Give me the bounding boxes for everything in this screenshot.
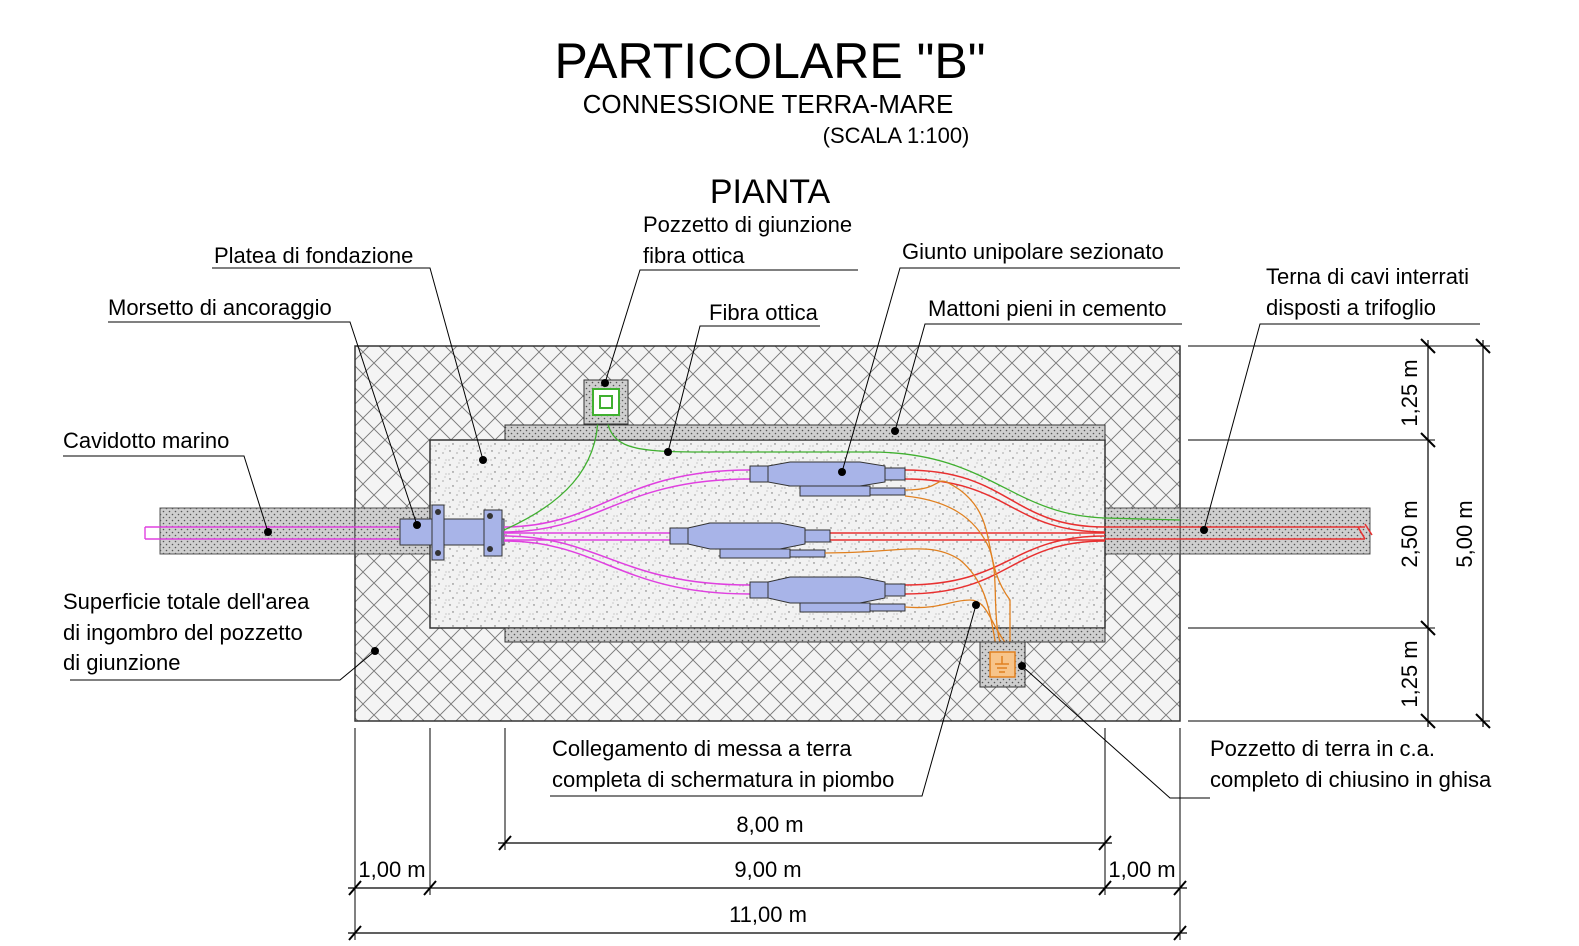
fiber-optic-line (503, 409, 1181, 531)
label-pozzetto-terra-2: completo di chiusino in ghisa (1210, 767, 1492, 792)
dim-1m-right: 1,00 m (1108, 857, 1175, 882)
dim-v-125-top: 1,25 m (1397, 359, 1422, 426)
label-superficie-1: Superficie totale dell'area (63, 589, 310, 614)
dimension-extension-lines (354, 728, 1181, 940)
joint-bottom (749, 576, 906, 613)
anchor-flange (431, 504, 445, 561)
dim-1m-left: 1,00 m (358, 857, 425, 882)
joint-middle (669, 522, 831, 559)
bolt-icon (435, 509, 441, 515)
label-superficie-3: di giunzione (63, 650, 180, 675)
bolt-icon (487, 513, 493, 519)
vertical-dimension-lines (1427, 340, 1484, 727)
label-mattoni: Mattoni pieni in cemento (928, 296, 1166, 321)
marine-duct (159, 507, 361, 555)
earth-symbol-icon (995, 656, 1009, 673)
label-morsetto: Morsetto di ancoraggio (108, 295, 332, 320)
label-collegamento-1: Collegamento di messa a terra (552, 736, 852, 761)
view-title: PIANTA (710, 173, 831, 211)
dim-v-500: 5,00 m (1452, 500, 1477, 567)
label-terna-1: Terna di cavi interrati (1266, 264, 1469, 289)
label-terna-2: disposti a trifoglio (1266, 295, 1436, 320)
label-collegamento-2: completa di schermatura in piombo (552, 767, 894, 792)
label-fibra: Fibra ottica (709, 300, 819, 325)
drawing-subtitle: CONNESSIONE TERRA-MARE (583, 89, 954, 119)
dim-v-250: 2,50 m (1397, 500, 1422, 567)
joint-top (749, 461, 906, 497)
label-platea: Platea di fondazione (214, 243, 413, 268)
label-giunto: Giunto unipolare sezionato (902, 239, 1164, 264)
dim-11m: 11,00 m (729, 902, 807, 927)
label-superficie-2: di ingombro del pozzetto (63, 620, 303, 645)
drawing-title: PARTICOLARE "B" (555, 33, 986, 89)
dimension-ticks (348, 835, 1187, 941)
bolt-icon (487, 546, 493, 552)
fo-pozzetto-core (599, 395, 613, 409)
anchor-flange (483, 509, 503, 557)
label-cavidotto: Cavidotto marino (63, 428, 229, 453)
vertical-extension-lines (1188, 345, 1490, 722)
earthing-wires (824, 480, 1017, 656)
land-duct (1179, 507, 1371, 555)
dim-v-125-bottom: 1,25 m (1397, 640, 1422, 707)
dimension-lines (348, 842, 1187, 934)
brick-wall-bottom (504, 627, 1106, 643)
bolt-icon (435, 550, 441, 556)
label-fo-pozzetto-2: fibra ottica (643, 243, 745, 268)
vertical-dimension-ticks (1420, 338, 1491, 729)
label-pozzetto-terra-1: Pozzetto di terra in c.a. (1210, 736, 1435, 761)
drawing-scale: (SCALA 1:100) (823, 123, 970, 148)
leader-lines (63, 267, 1480, 799)
marine-cables-inside (503, 469, 751, 595)
brick-wall-top (504, 424, 1106, 441)
dim-8m: 8,00 m (736, 812, 803, 837)
label-fo-pozzetto-1: Pozzetto di giunzione (643, 212, 852, 237)
leader-dots (264, 379, 1208, 670)
duct-crossing-right (1104, 507, 1181, 555)
dim-9m: 9,00 m (734, 857, 801, 882)
